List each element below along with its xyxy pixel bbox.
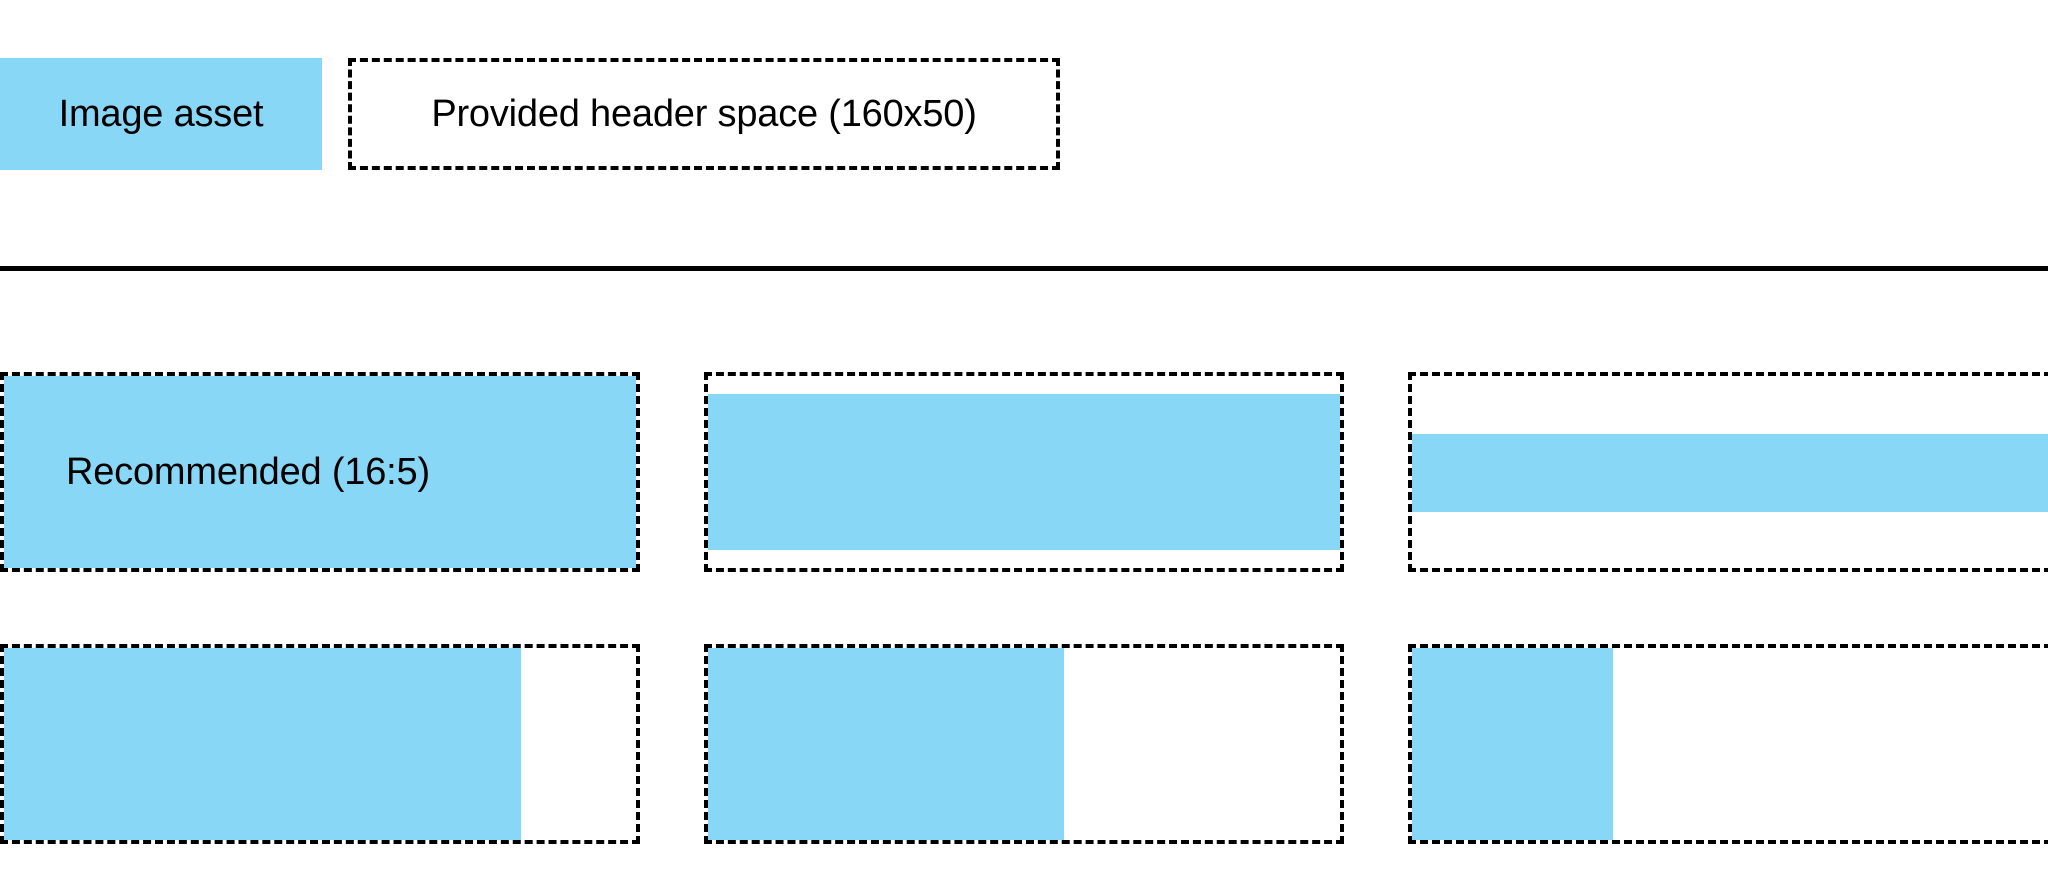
provided-header-space-label: Provided header space (160x50) <box>431 93 977 135</box>
header-band: Image asset Provided header space (160x5… <box>0 0 2048 268</box>
asset-fill-row2-col1 <box>4 648 521 840</box>
grid-cell-row1-col3 <box>1408 372 2048 572</box>
asset-fill-row1-col1 <box>4 376 636 568</box>
asset-fill-row1-col2 <box>708 394 1340 550</box>
image-asset-swatch: Image asset <box>0 58 322 170</box>
grid-cell-row1-col2 <box>704 372 1344 572</box>
section-divider-rule <box>0 266 2048 271</box>
provided-header-space-box: Provided header space (160x50) <box>348 58 1060 170</box>
image-asset-label: Image asset <box>58 93 264 135</box>
asset-fill-row1-col3 <box>1412 434 2048 512</box>
grid-cell-row2-col3 <box>1408 644 2048 844</box>
grid-cell-row2-col2 <box>704 644 1344 844</box>
asset-ratio-grid: Recommended (16:5) <box>0 268 2048 896</box>
asset-fill-row2-col2 <box>708 648 1064 840</box>
asset-fill-row2-col3 <box>1412 648 1613 840</box>
grid-cell-row2-col1 <box>0 644 640 844</box>
grid-cell-row1-col1: Recommended (16:5) <box>0 372 640 572</box>
recommended-ratio-label: Recommended (16:5) <box>66 451 430 493</box>
